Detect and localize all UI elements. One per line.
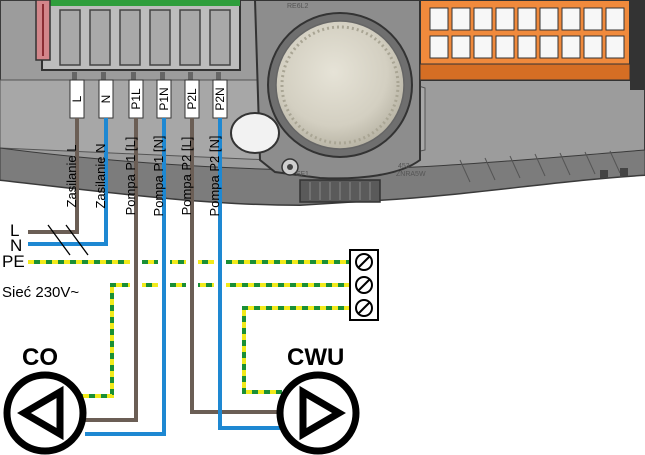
earth-screw	[355, 253, 373, 271]
supply-label-n: N	[10, 236, 22, 255]
mains-label: Sieć 230V~	[2, 284, 79, 301]
wire-labels: Zasilanie L Zasilanie N Pompa P1 [L] Pom…	[64, 136, 222, 217]
wire-label-pompa-p1-l: Pompa P1 [L]	[123, 137, 138, 216]
wire-p2-n	[218, 118, 280, 430]
terminal-label-p2l: P2L	[185, 88, 199, 110]
board-mark-side: 453	[398, 163, 410, 170]
earth-screw	[355, 276, 373, 294]
pump-co-label: CO	[22, 344, 58, 371]
pump-cwu	[276, 371, 360, 455]
terminal-block	[35, 0, 241, 71]
wire-label-zasilanie-l: Zasilanie L	[64, 145, 79, 208]
board-hole	[600, 170, 608, 178]
earth-screw	[355, 299, 373, 317]
pump-co	[3, 371, 87, 455]
wire-supply-l	[28, 118, 79, 234]
supply-label-pe: PE	[2, 252, 25, 271]
board-mark-top: RE6L2	[287, 3, 309, 10]
knob	[275, 20, 405, 150]
board-rim-ribs	[459, 150, 621, 183]
terminal-label-boxes	[69, 79, 228, 119]
board-window	[230, 112, 280, 154]
earth-terminal-block	[349, 249, 379, 321]
wire-label-pompa-p2-l: Pompa P2 [L]	[179, 137, 194, 216]
terminal-label-p1l: P1L	[129, 88, 143, 110]
terminal-label-p2n: P2N	[213, 87, 227, 110]
wire-label-pompa-p2-n: Pompa P2 [N]	[207, 136, 222, 217]
orange-connector	[419, 0, 645, 90]
wire-label-zasilanie-n: Zasilanie N	[93, 143, 108, 208]
wire-p1-n	[85, 118, 166, 436]
board-mark-small: EF1	[296, 171, 309, 178]
pump-cwu-label: CWU	[287, 344, 344, 371]
terminal-labels: L N P1L P1N P2L P2N	[70, 87, 227, 110]
terminal-label-n: N	[99, 95, 113, 104]
wire-group	[28, 118, 350, 436]
wire-supply-n	[28, 118, 108, 246]
supply-label-l: L	[10, 221, 19, 240]
board-mark-side2: ZNRA5W	[396, 171, 426, 178]
terminal-label-l: L	[70, 95, 84, 102]
wire-label-pompa-p1-n: Pompa P1 [N]	[151, 136, 166, 217]
pump-co-left-arrow-icon	[17, 385, 64, 441]
cable-sheath-mark	[47, 224, 89, 256]
wire-p1-l	[85, 118, 138, 422]
controller-board: L N P1L P1N P2L P2N EF1 RE6L2 453	[0, 0, 645, 207]
board-hole	[620, 168, 628, 176]
terminal-label-p1n: P1N	[157, 87, 171, 110]
pump-cwu-right-arrow-icon	[299, 385, 346, 441]
wire-p2-l	[190, 118, 280, 414]
terminal-stubs	[72, 72, 221, 80]
